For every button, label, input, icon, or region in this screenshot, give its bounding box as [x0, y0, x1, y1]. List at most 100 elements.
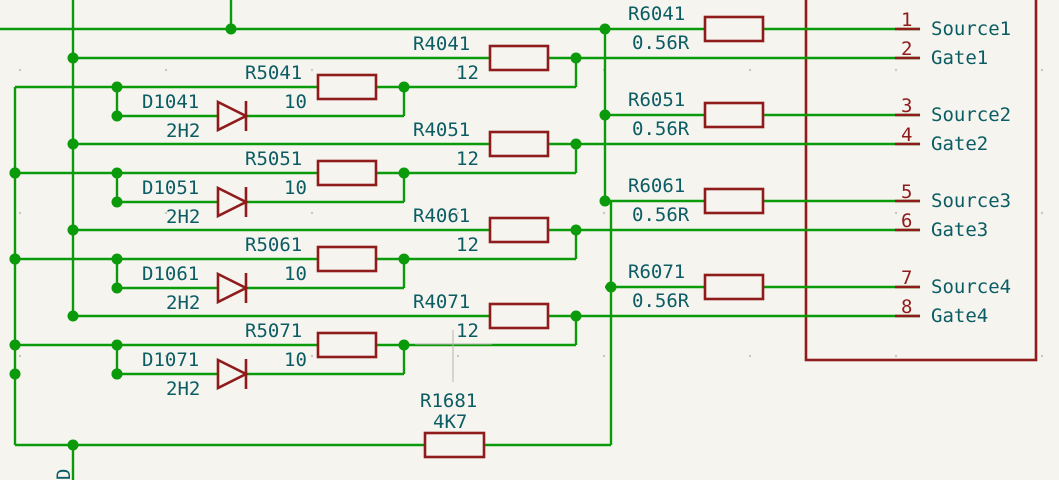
grid-dot — [310, 211, 314, 215]
junction-dot — [398, 253, 410, 265]
gate-resistor[interactable]: R4041 12 — [413, 33, 550, 84]
pin-number: 3 — [901, 95, 912, 117]
pin-name: Gate2 — [931, 133, 988, 155]
connector-pin[interactable]: 1 Source1 — [895, 9, 1011, 40]
junction-dot — [398, 339, 410, 351]
gate-resistor[interactable]: R4071 12 — [413, 291, 550, 342]
diode-ref: D1071 — [142, 349, 199, 371]
diode[interactable]: D1061 2H2 — [142, 263, 249, 314]
source-resistor-ref: R6051 — [628, 89, 685, 111]
junction-dot — [67, 138, 79, 150]
gate-resistor-value: 12 — [456, 62, 479, 84]
junction-dot — [225, 23, 237, 35]
junction-dot — [9, 253, 21, 265]
series-resistor-ref: R5071 — [245, 320, 302, 342]
diode-value: 2H2 — [166, 206, 200, 228]
source-resistor-ref: R6071 — [628, 261, 685, 283]
grid-dot — [164, 354, 168, 358]
source-resistor-value: 0.56R — [632, 290, 690, 312]
series-resistor[interactable]: R5051 10 — [245, 148, 378, 199]
wires — [0, 0, 705, 480]
diode-ref: D1051 — [142, 177, 199, 199]
source-resistor-value: 0.56R — [632, 204, 690, 226]
series-resistor-value: 10 — [284, 263, 307, 285]
junction-dot — [570, 224, 582, 236]
pin-number: 4 — [901, 124, 912, 146]
gate-resistor-ref: R4071 — [413, 291, 470, 313]
gate-resistor-value: 12 — [456, 320, 479, 342]
diode[interactable]: D1051 2H2 — [142, 177, 249, 228]
pin-number: 2 — [901, 38, 912, 60]
series-resistor-value: 10 — [284, 349, 307, 371]
junction-dot — [570, 310, 582, 322]
diode-value: 2H2 — [166, 292, 200, 314]
bias-resistor-ref: R1681 — [420, 390, 477, 412]
bias-resistor[interactable]: R1681 4K7 — [420, 390, 486, 459]
junction-dot — [570, 52, 582, 64]
gate-resistor-ref: R4041 — [413, 33, 470, 55]
junction-dot — [111, 196, 123, 208]
grid-dot — [164, 68, 168, 72]
gate-resistor-ref: R4051 — [413, 119, 470, 141]
grid-dot — [894, 211, 898, 215]
pin-name: Source1 — [931, 18, 1011, 40]
connector-body[interactable] — [804, 0, 1038, 362]
pin-name: Source3 — [931, 190, 1011, 212]
series-resistor-value: 10 — [284, 177, 307, 199]
grid-dot — [164, 211, 168, 215]
junction-dot — [111, 81, 123, 93]
junction-dot — [67, 310, 79, 322]
source-resistor-ref: R6061 — [628, 175, 685, 197]
junction-dot — [111, 253, 123, 265]
pin-name: Gate4 — [931, 305, 988, 327]
pin-number: 1 — [901, 9, 912, 31]
bias-resistor-value: 4K7 — [433, 411, 467, 433]
junction-dot — [111, 282, 123, 294]
junction-dot — [67, 439, 79, 451]
pin-number: 6 — [901, 210, 912, 232]
junction-dot — [605, 281, 617, 293]
junction-dot — [599, 109, 611, 121]
grid-dot — [1040, 354, 1044, 358]
diode-ref: D1061 — [142, 263, 199, 285]
series-resistor-ref: R5051 — [245, 148, 302, 170]
grid-dot — [602, 354, 606, 358]
connector-pin[interactable]: 4 Gate2 — [895, 124, 988, 155]
grid-dot — [456, 68, 460, 72]
junctions — [9, 23, 617, 451]
source-resistor[interactable]: R6061 0.56R — [628, 175, 765, 226]
grid-dot — [18, 211, 22, 215]
junction-dot — [599, 23, 611, 35]
partial-net-label: D — [53, 469, 75, 480]
crosshair-cursor-icon — [415, 330, 492, 382]
grid-dot — [894, 68, 898, 72]
grid-dot — [310, 354, 314, 358]
grid-dot — [18, 68, 22, 72]
source-resistor[interactable]: R6071 0.56R — [628, 261, 765, 312]
series-resistor[interactable]: R5071 10 — [245, 320, 378, 371]
grid-dot — [1040, 211, 1044, 215]
